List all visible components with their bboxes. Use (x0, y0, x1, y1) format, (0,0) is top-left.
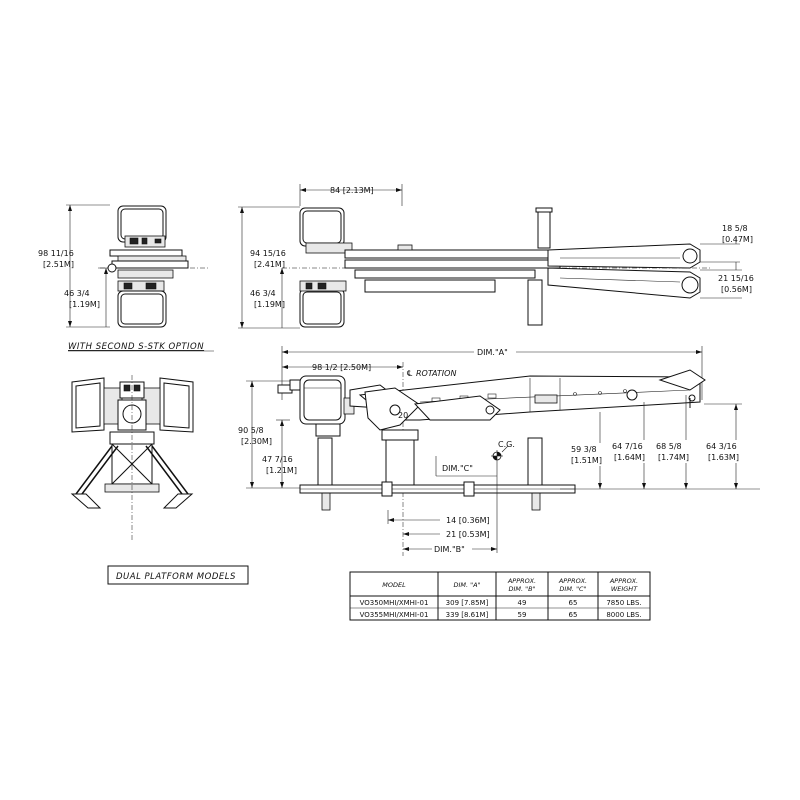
table-cell-r0-c3: 65 (569, 599, 578, 607)
ts-height-lower-metric: [1.19M] (254, 300, 285, 309)
table-cell-r0-c0: VO350MHI/XMHI-01 (360, 599, 429, 607)
main-h3: 68 5/8 (656, 442, 682, 451)
tl-height-overall: 98 11/16 (38, 249, 74, 258)
main-height-overall-metric: [2.30M] (241, 437, 272, 446)
dim-a-label: DIM."A" (477, 348, 508, 357)
table-header-4-line-1: WEIGHT (611, 585, 638, 593)
table-cell-r0-c1: 309 [7.85M] (446, 599, 489, 607)
dim-rotation-offset: 98 1/2 [2.50M] (312, 363, 371, 372)
main-h2: 64 7/16 (612, 442, 643, 451)
table-cell-r1-c4: 8000 LBS. (606, 611, 641, 619)
table-header-3-line-1: DIM. "C" (559, 585, 586, 593)
table-cell-r1-c1: 339 [8.61M] (446, 611, 489, 619)
main-h1: 59 3/8 (571, 445, 597, 454)
cg-label: C.G. (498, 440, 515, 449)
table-cell-r1-c3: 65 (569, 611, 578, 619)
tl-height-lower-metric: [1.19M] (69, 300, 100, 309)
table-header-2-line-1: DIM. "B" (508, 585, 535, 593)
main-h4-metric: [1.63M] (708, 453, 739, 462)
table-header-3-line-0: APPROX. (558, 577, 587, 585)
main-side-view: DIM."A" 98 1/2 [2.50M] ℄ ROTATION 90 5/8… (238, 346, 760, 556)
tl-height-lower: 46 3/4 (64, 289, 90, 298)
dim-c-label: DIM."C" (442, 464, 473, 473)
top-side-view: 84 [2.13M] 94 15/16 [2.41M] 46 3/4 [1.19… (238, 184, 754, 329)
rotation-label: ROTATION (416, 369, 456, 378)
ts-right-bottom: 21 15/16 (718, 274, 754, 283)
table-header-2-line-0: APPROX. (507, 577, 536, 585)
front-end-view (70, 375, 194, 540)
table-cell-r1-c2: 59 (518, 611, 527, 619)
ts-height-overall-metric: [2.41M] (254, 260, 285, 269)
main-h4: 64 3/16 (706, 442, 737, 451)
table-cell-r0-c4: 7850 LBS. (606, 599, 641, 607)
main-h3-metric: [1.74M] (658, 453, 689, 462)
dim-14: 14 [0.36M] (446, 516, 490, 525)
ts-height-lower: 46 3/4 (250, 289, 276, 298)
table-cell-r1-c0: VO355MHI/XMHI-01 (360, 611, 429, 619)
tl-height-overall-metric: [2.51M] (43, 260, 74, 269)
ts-right-bottom-metric: [0.56M] (721, 285, 752, 294)
dim-b-label: DIM."B" (434, 545, 465, 554)
ts-width-top: 84 [2.13M] (330, 186, 374, 195)
table-header-0: MODEL (382, 581, 406, 589)
caption-dual-platform: DUAL PLATFORM MODELS (116, 572, 236, 582)
svg-text:℄: ℄ (406, 369, 413, 378)
main-h2-metric: [1.64M] (614, 453, 645, 462)
ts-height-overall: 94 15/16 (250, 249, 286, 258)
dim-21: 21 [0.53M] (446, 530, 490, 539)
ts-right-top: 18 5/8 (722, 224, 748, 233)
main-height-overall: 90 5/8 (238, 426, 264, 435)
turret-mark: 20 (398, 411, 408, 420)
table-header-1: DIM. "A" (453, 581, 480, 589)
main-height-lower-metric: [1.21M] (266, 466, 297, 475)
main-height-lower: 47 7/16 (262, 455, 293, 464)
table-cell-r0-c2: 49 (518, 599, 527, 607)
dual-platform-caption: DUAL PLATFORM MODELS (107, 565, 249, 585)
ts-right-top-metric: [0.47M] (722, 235, 753, 244)
caption-second-stk: WITH SECOND S-STK OPTION (68, 342, 204, 352)
main-h1-metric: [1.51M] (571, 456, 602, 465)
top-left-end-view: 98 11/16 [2.51M] 46 3/4 [1.19M] WITH SEC… (38, 204, 214, 352)
table-header-4-line-0: APPROX. (609, 577, 638, 585)
